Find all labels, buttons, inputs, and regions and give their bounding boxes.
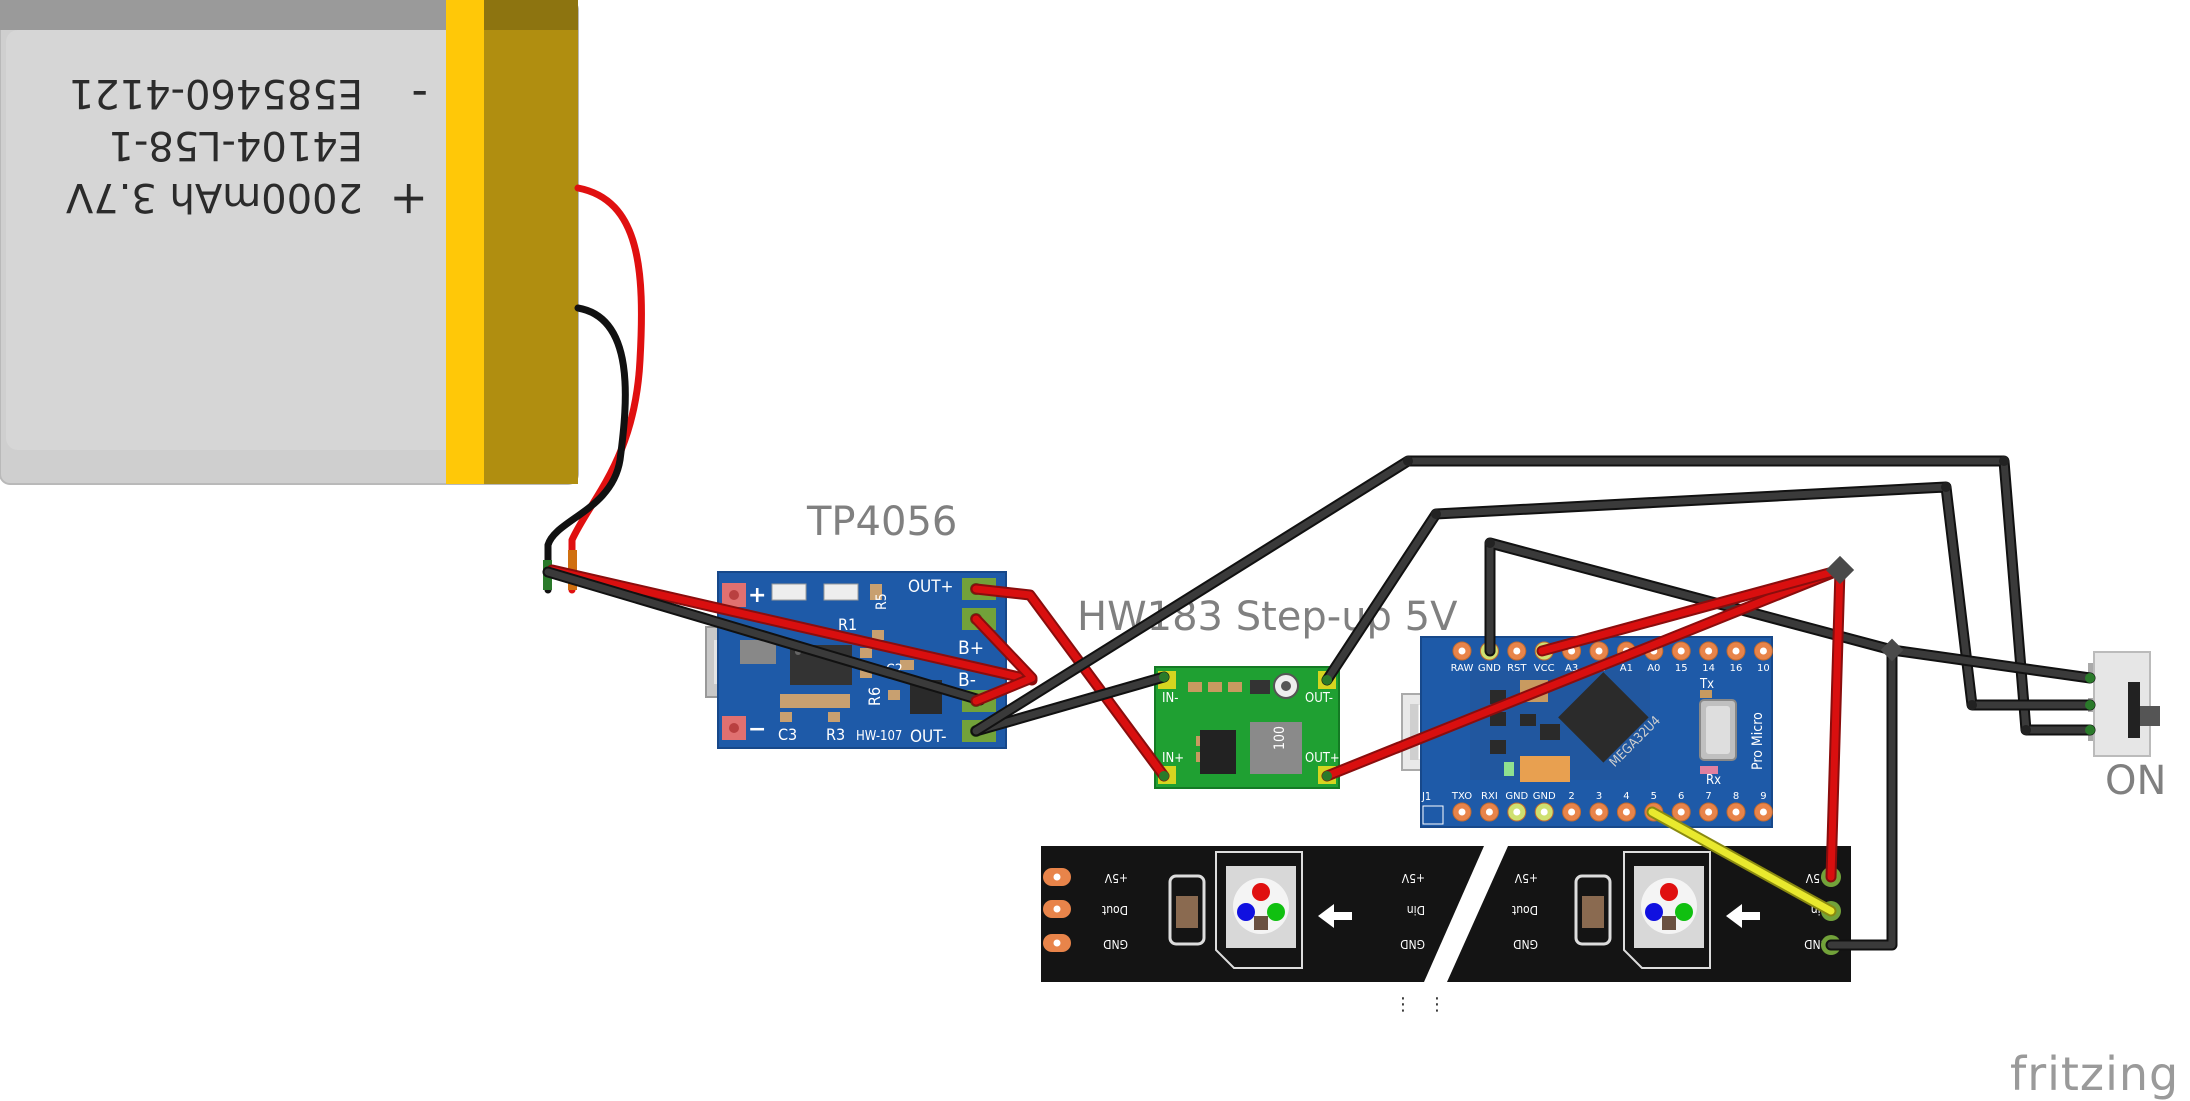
- pro-micro-bottom-pin-label: RXI: [1481, 791, 1498, 802]
- pro-micro-bottom-pin-label: 3: [1596, 791, 1602, 802]
- tp4056-plus-label: +: [748, 583, 766, 608]
- stepup-module[interactable]: IN- IN+ OUT- OUT+ 100: [1154, 666, 1340, 789]
- pro-micro-bottom-pin-pad-hole: [1568, 808, 1576, 816]
- pro-micro-bottom-pins: TXO RXI GND GND 2 3 4 5 6 7 8 9: [1451, 791, 1773, 822]
- stepup-inductor-code: 100: [1272, 726, 1288, 750]
- pro-micro-bottom-pin-label: TXO: [1451, 791, 1472, 802]
- seg1-right-gnd-label: GND: [1400, 937, 1425, 951]
- battery-minus-label: -: [411, 69, 428, 123]
- pro-micro-top-pin-pad-hole: [1595, 647, 1603, 655]
- seg2-left-dout-label: Dout: [1512, 903, 1538, 917]
- pro-micro-bottom-pin-pad-hole: [1677, 808, 1685, 816]
- pro-micro-top-pin-label: A1: [1620, 663, 1633, 674]
- wires: [542, 184, 2096, 951]
- wire-bat-minus-to-bminus-core: [544, 568, 984, 704]
- pro-micro-bottom-pin-pad-hole: [1595, 808, 1603, 816]
- strip-cut-mark-right: ⋮: [1428, 994, 1446, 1015]
- strip-cut-mark-left: ⋮: [1394, 994, 1412, 1015]
- seg2-left-5v-label: +5V: [1514, 871, 1538, 885]
- tp4056-out-minus-label: OUT-: [910, 727, 947, 747]
- pro-micro-top-pin-pad-hole: [1568, 647, 1576, 655]
- tp4056-r3-label: R3: [826, 725, 845, 744]
- slide-switch[interactable]: ON: [2088, 651, 2166, 804]
- stepup-in-minus-label: IN-: [1162, 691, 1178, 706]
- seg2-data-arrow-icon: [1726, 904, 1760, 928]
- pro-micro-top-pin-pad-hole: [1677, 647, 1685, 655]
- pro-micro-bottom-pin-pad-hole: [1458, 808, 1466, 816]
- pro-micro-bottom-pin-pad-hole: [1732, 808, 1740, 816]
- battery-plus-label: +: [389, 173, 428, 227]
- pro-micro-top-pin-label: 16: [1730, 663, 1743, 674]
- pro-micro-tx-label: Tx: [1699, 677, 1714, 692]
- pro-micro-j1-label: J1: [1421, 790, 1431, 803]
- tp4056-out-plus-label: OUT+: [908, 577, 953, 597]
- pro-micro-top-pin-label: 15: [1675, 663, 1688, 674]
- pro-micro-bottom-pin-label: 9: [1760, 791, 1766, 802]
- seg1-left-gnd-label: GND: [1103, 937, 1128, 951]
- tp4056-title: TP4056: [806, 499, 957, 545]
- pro-micro-top-pin-label: A3: [1565, 663, 1578, 674]
- pro-micro-top-pin-label: A0: [1647, 663, 1660, 674]
- pro-micro-top-pin-label: GND: [1478, 663, 1501, 674]
- pro-micro-bottom-pin-pad-hole: [1540, 808, 1548, 816]
- tp4056-b-plus-label: B+: [958, 637, 984, 659]
- stepup-out-plus-label: OUT+: [1305, 751, 1340, 766]
- pro-micro-top-pin-label: 14: [1702, 663, 1715, 674]
- pro-micro-top-pin-label: 10: [1757, 663, 1770, 674]
- pro-micro-bottom-pin-label: GND: [1505, 791, 1528, 802]
- pro-micro-bottom-pin-label: 7: [1705, 791, 1711, 802]
- tp4056-c3-label: C3: [778, 725, 797, 744]
- pro-micro-bottom-pin-label: GND: [1533, 791, 1556, 802]
- stepup-in-plus-label: IN+: [1162, 751, 1184, 766]
- pro-micro-rx-label: Rx: [1706, 773, 1721, 788]
- pro-micro-bottom-pin-pad-hole: [1485, 808, 1493, 816]
- battery-model-label: E4104-L58-1: [108, 122, 363, 168]
- pro-micro-name-label: Pro Micro: [1750, 712, 1766, 770]
- pro-micro-bottom-pin-label: 2: [1568, 791, 1574, 802]
- led-segment-1: +5V Dout GND +5V Din GND: [1043, 851, 1425, 969]
- pro-micro-bottom-pin-pad-hole: [1705, 808, 1713, 816]
- pro-micro-bottom-pin-pad-hole: [1513, 808, 1521, 816]
- tp4056-b-minus-label: B-: [958, 669, 976, 691]
- wire-bat-plus-to-bplus-core: [548, 566, 1036, 684]
- seg1-left-5v-label: +5V: [1104, 871, 1128, 885]
- pro-micro-bottom-pin-pad-hole: [1622, 808, 1630, 816]
- battery-black-lead: [544, 304, 629, 594]
- pro-micro-bottom-pin-label: 6: [1678, 791, 1684, 802]
- battery-red-lead: [568, 184, 645, 594]
- pro-micro-top-pin-pad-hole: [1513, 647, 1521, 655]
- pro-micro-top-pin-pad-hole: [1705, 647, 1713, 655]
- tp4056-minus-label: −: [748, 717, 766, 742]
- tp4056-r6-label: R6: [865, 687, 884, 706]
- pro-micro-bottom-pin-label: 4: [1623, 791, 1629, 802]
- pro-micro-bottom-pin-pad-hole: [1759, 808, 1767, 816]
- seg1-right-din-label: Din: [1407, 903, 1425, 917]
- pro-micro-top-pin-pad-hole: [1759, 647, 1767, 655]
- seg1-data-arrow-icon: [1318, 904, 1352, 928]
- battery-capacity-label: 2000mAh 3.7V: [65, 174, 363, 220]
- stepup-out-minus-label: OUT-: [1305, 691, 1333, 706]
- pro-micro-bottom-pin-label: 8: [1733, 791, 1739, 802]
- seg1-right-5v-label: +5V: [1401, 871, 1425, 885]
- lipo-battery[interactable]: + 2000mAh 3.7V E4104-L58-1 - E585460-412…: [0, 0, 579, 485]
- pro-micro-bottom-pin-label: 5: [1651, 791, 1657, 802]
- switch-on-label: ON: [2105, 758, 2166, 804]
- tp4056-model-label: HW-107: [856, 729, 902, 744]
- pro-micro-top-pin-pad-hole: [1732, 647, 1740, 655]
- seg1-left-dout-label: Dout: [1102, 903, 1128, 917]
- pro-micro-top-pin-label: RAW: [1451, 663, 1474, 674]
- tp4056-r1-label: R1: [838, 615, 857, 634]
- pro-micro-top-pin-label: VCC: [1534, 663, 1555, 674]
- pro-micro-top-pin-label: RST: [1507, 663, 1527, 674]
- led-strip[interactable]: ⋮ ⋮ +5V Dout GND +5V: [1041, 846, 1851, 1015]
- battery-serial-label: E585460-4121: [69, 70, 363, 116]
- tp4056-r5-label: R5: [874, 593, 890, 610]
- seg2-left-gnd-label: GND: [1513, 937, 1538, 951]
- pro-micro-top-pin-pad-hole: [1458, 647, 1466, 655]
- fritzing-logo: fritzing: [2010, 1047, 2179, 1101]
